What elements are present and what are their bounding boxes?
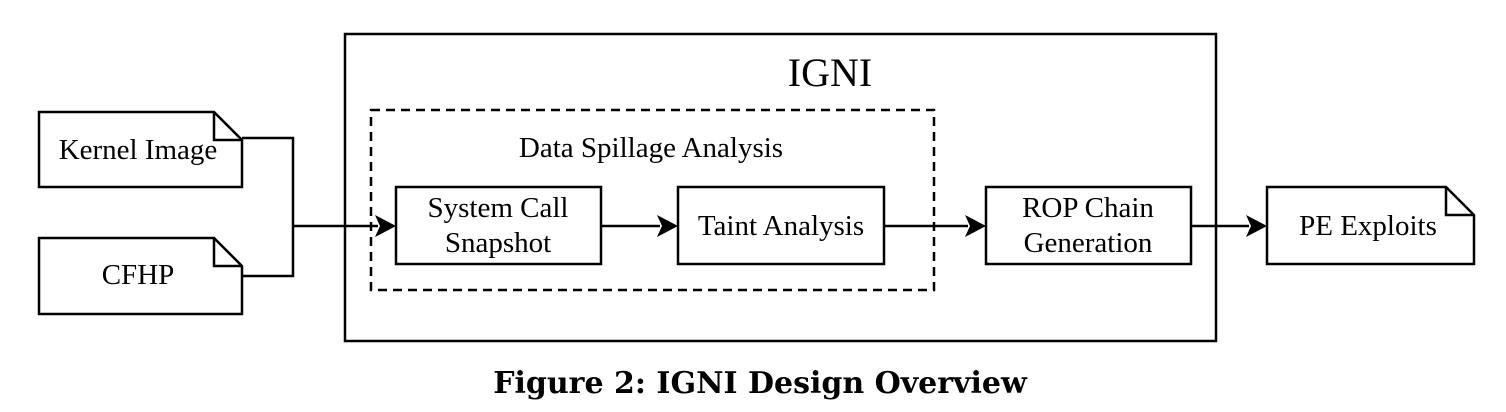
- rop-chain-generation-box: ROP Chain Generation: [984, 185, 1193, 266]
- system-call-snapshot-line-1: System Call: [428, 192, 569, 224]
- cfhp-label: CFHP: [102, 259, 175, 291]
- arrowhead-rop-chain-generation: [965, 215, 986, 237]
- kernel-image-document: Kernel Image: [37, 110, 244, 189]
- rop-chain-generation-line-1: ROP Chain: [1022, 192, 1154, 224]
- igni-title: IGNI: [788, 50, 872, 95]
- system-call-snapshot-line-2: Snapshot: [445, 227, 551, 259]
- figure-caption: Figure 2: IGNI Design Overview: [493, 366, 1028, 401]
- edge-kernel-image-to-merge: [242, 136, 295, 226]
- igni-system-box: IGNI: [343, 32, 1218, 343]
- pe-exploits-label: PE Exploits: [1299, 210, 1437, 242]
- system-call-snapshot-box: System Call Snapshot: [394, 185, 603, 266]
- data-spillage-analysis-label: Data Spillage Analysis: [519, 132, 783, 164]
- rop-chain-generation-line-2: Generation: [1024, 227, 1153, 259]
- arrowhead-taint-analysis: [657, 215, 678, 237]
- arrowhead-pe-exploits: [1246, 215, 1267, 237]
- taint-analysis-label: Taint Analysis: [698, 210, 864, 242]
- data-spillage-analysis-group: Data Spillage Analysis: [369, 108, 936, 292]
- edge-cfhp-to-merge: [242, 226, 295, 278]
- kernel-image-label: Kernel Image: [59, 134, 218, 166]
- cfhp-document: CFHP: [37, 236, 244, 316]
- edges: [242, 136, 1267, 278]
- arrowhead-system-call-snapshot: [375, 215, 396, 237]
- pe-exploits-document: PE Exploits: [1265, 185, 1476, 266]
- taint-analysis-box: Taint Analysis: [676, 185, 886, 266]
